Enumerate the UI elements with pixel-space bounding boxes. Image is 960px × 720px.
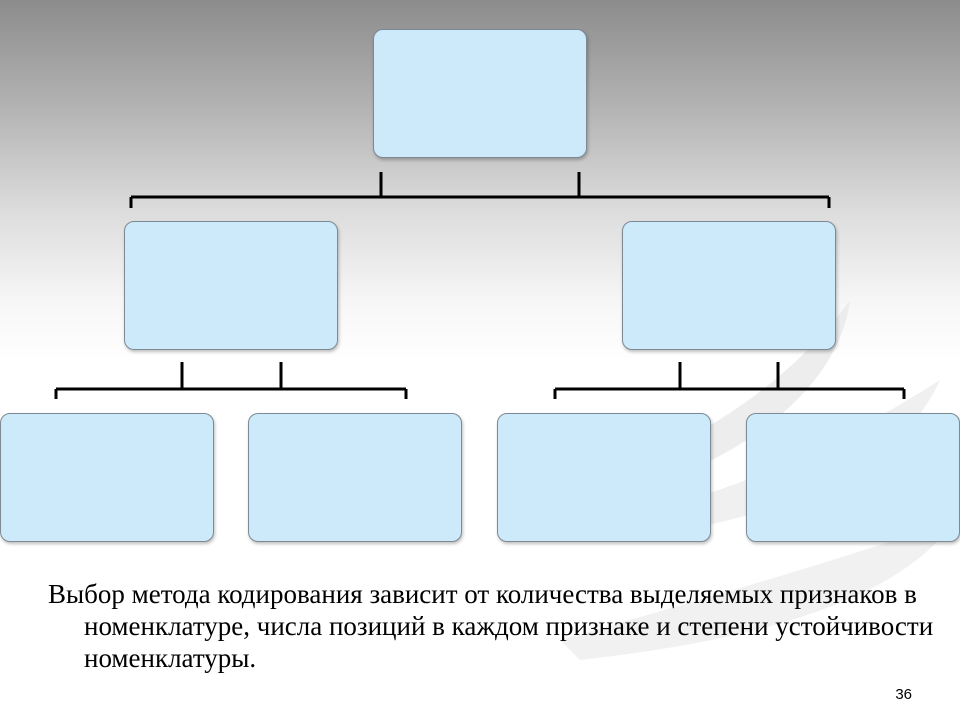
level3-box-4: [746, 413, 960, 542]
page-number: 36: [895, 686, 912, 703]
root-box: [373, 29, 587, 158]
level2-right-box: [622, 221, 836, 350]
level3-box-2: [248, 413, 462, 542]
level3-box-1: [0, 413, 214, 542]
level3-box-3: [497, 413, 711, 542]
slide-caption: Выбор метода кодирования зависит от коли…: [48, 579, 934, 673]
level2-left-box: [124, 221, 338, 350]
